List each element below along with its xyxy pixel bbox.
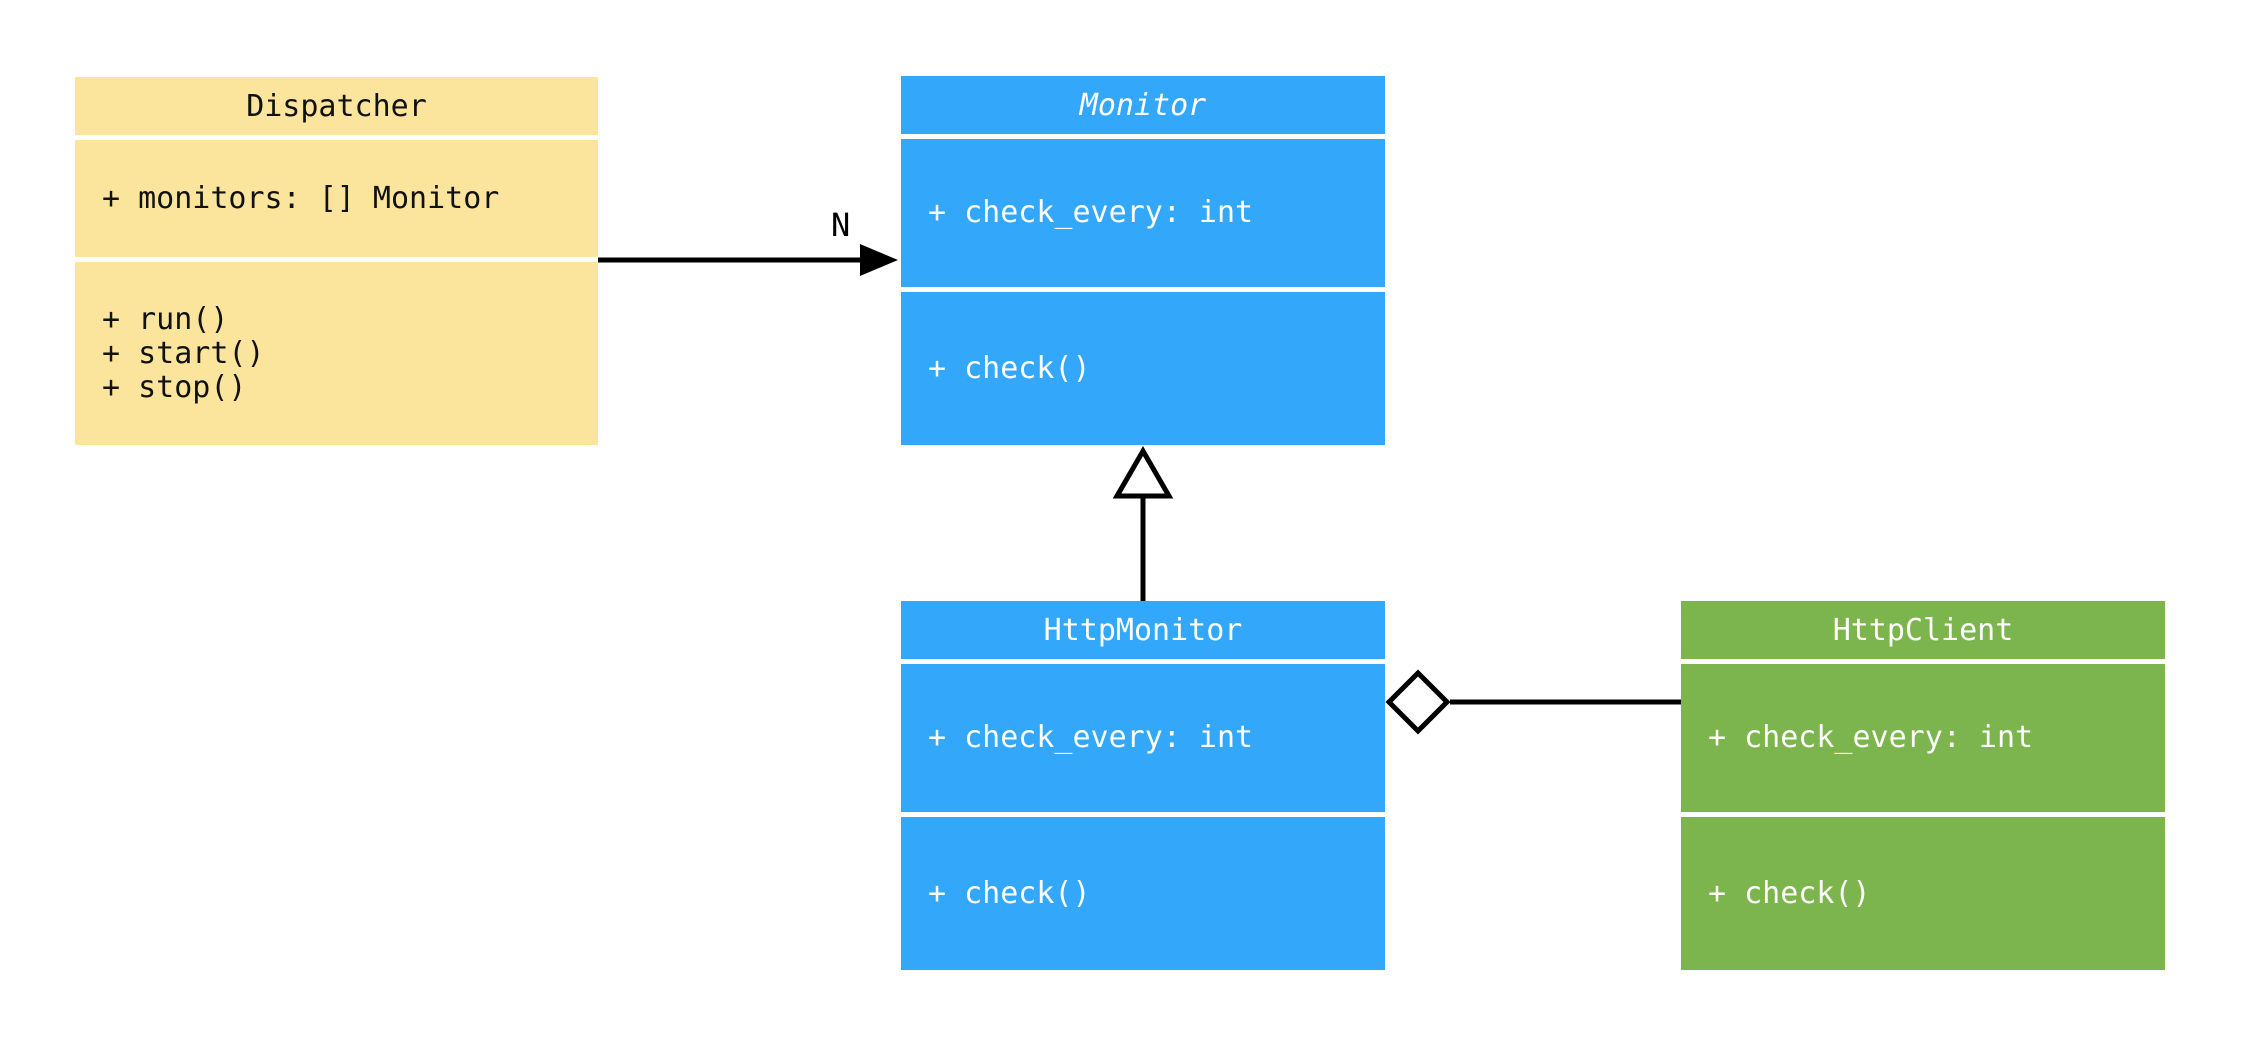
inheritance-httpmonitor-monitor[interactable] [1112,446,1174,601]
attributes-section-httpclient: + check_every: int [1681,664,2165,812]
method-text: + check() [928,350,1091,386]
class-title-dispatcher: Dispatcher [75,77,598,135]
association-arrowhead-icon [860,244,898,276]
multiplicity-label: N [831,206,851,244]
method-text: + run() [102,301,229,337]
aggregation-httpmonitor-httpclient[interactable] [1385,669,1681,735]
methods-section-httpclient: + check() [1681,817,2165,970]
class-title-httpclient: HttpClient [1681,601,2165,659]
attributes-section-httpmonitor: + check_every: int [901,664,1385,812]
class-box-dispatcher[interactable]: Dispatcher + monitors: [] Monitor + run(… [75,77,598,445]
attribute-text: + check_every: int [928,195,1254,230]
association-dispatcher-monitor[interactable] [598,244,898,276]
aggregation-diamond-icon [1385,669,1451,735]
methods-section-dispatcher: + run() + start() + stop() [75,262,598,445]
class-box-monitor[interactable]: Monitor + check_every: int + check() [901,76,1385,445]
attributes-section-dispatcher: + monitors: [] Monitor [75,140,598,257]
methods-section-httpmonitor: + check() [901,817,1385,970]
attribute-text: + monitors: [] Monitor [102,180,500,216]
method-text: + check() [1708,875,1871,911]
inheritance-triangle-icon [1112,446,1174,499]
attribute-text: + check_every: int [1708,720,2034,755]
class-box-httpmonitor[interactable]: HttpMonitor + check_every: int + check() [901,601,1385,970]
method-text: + stop() [102,369,247,405]
class-box-httpclient[interactable]: HttpClient + check_every: int + check() [1681,601,2165,970]
method-text: + check() [928,875,1091,911]
class-title-monitor: Monitor [901,76,1385,134]
attributes-section-monitor: + check_every: int [901,139,1385,287]
method-text: + start() [102,335,265,371]
attribute-text: + check_every: int [928,720,1254,755]
class-title-httpmonitor: HttpMonitor [901,601,1385,659]
methods-section-monitor: + check() [901,292,1385,445]
